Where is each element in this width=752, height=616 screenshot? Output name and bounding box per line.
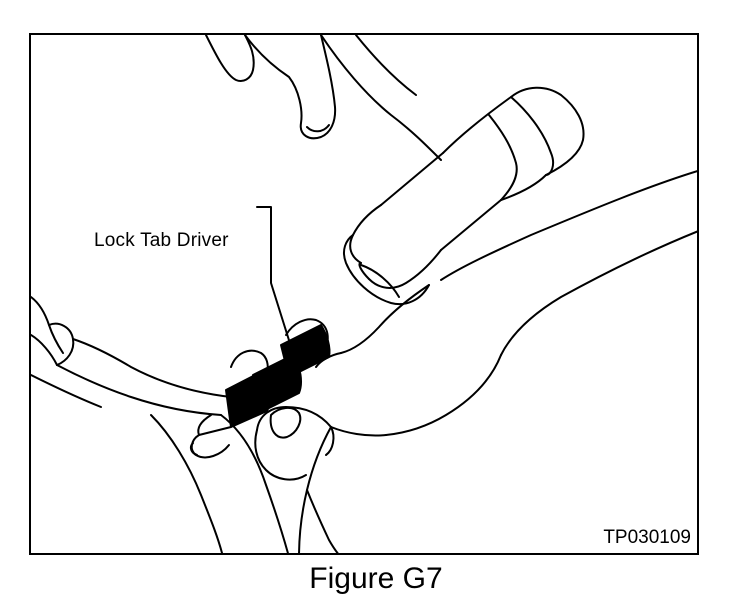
axle-housing — [31, 296, 339, 553]
mallet — [343, 86, 585, 305]
lock-tab-driver — [189, 324, 331, 459]
line-drawing — [31, 35, 697, 553]
figure-caption: Figure G7 — [309, 562, 443, 595]
callout-label: Lock Tab Driver — [94, 230, 229, 251]
figure-frame: Lock Tab Driver TP030109 — [29, 33, 699, 555]
callout-leader-line — [256, 206, 294, 354]
reference-code: TP030109 — [603, 527, 691, 548]
upper-hand — [205, 35, 442, 161]
